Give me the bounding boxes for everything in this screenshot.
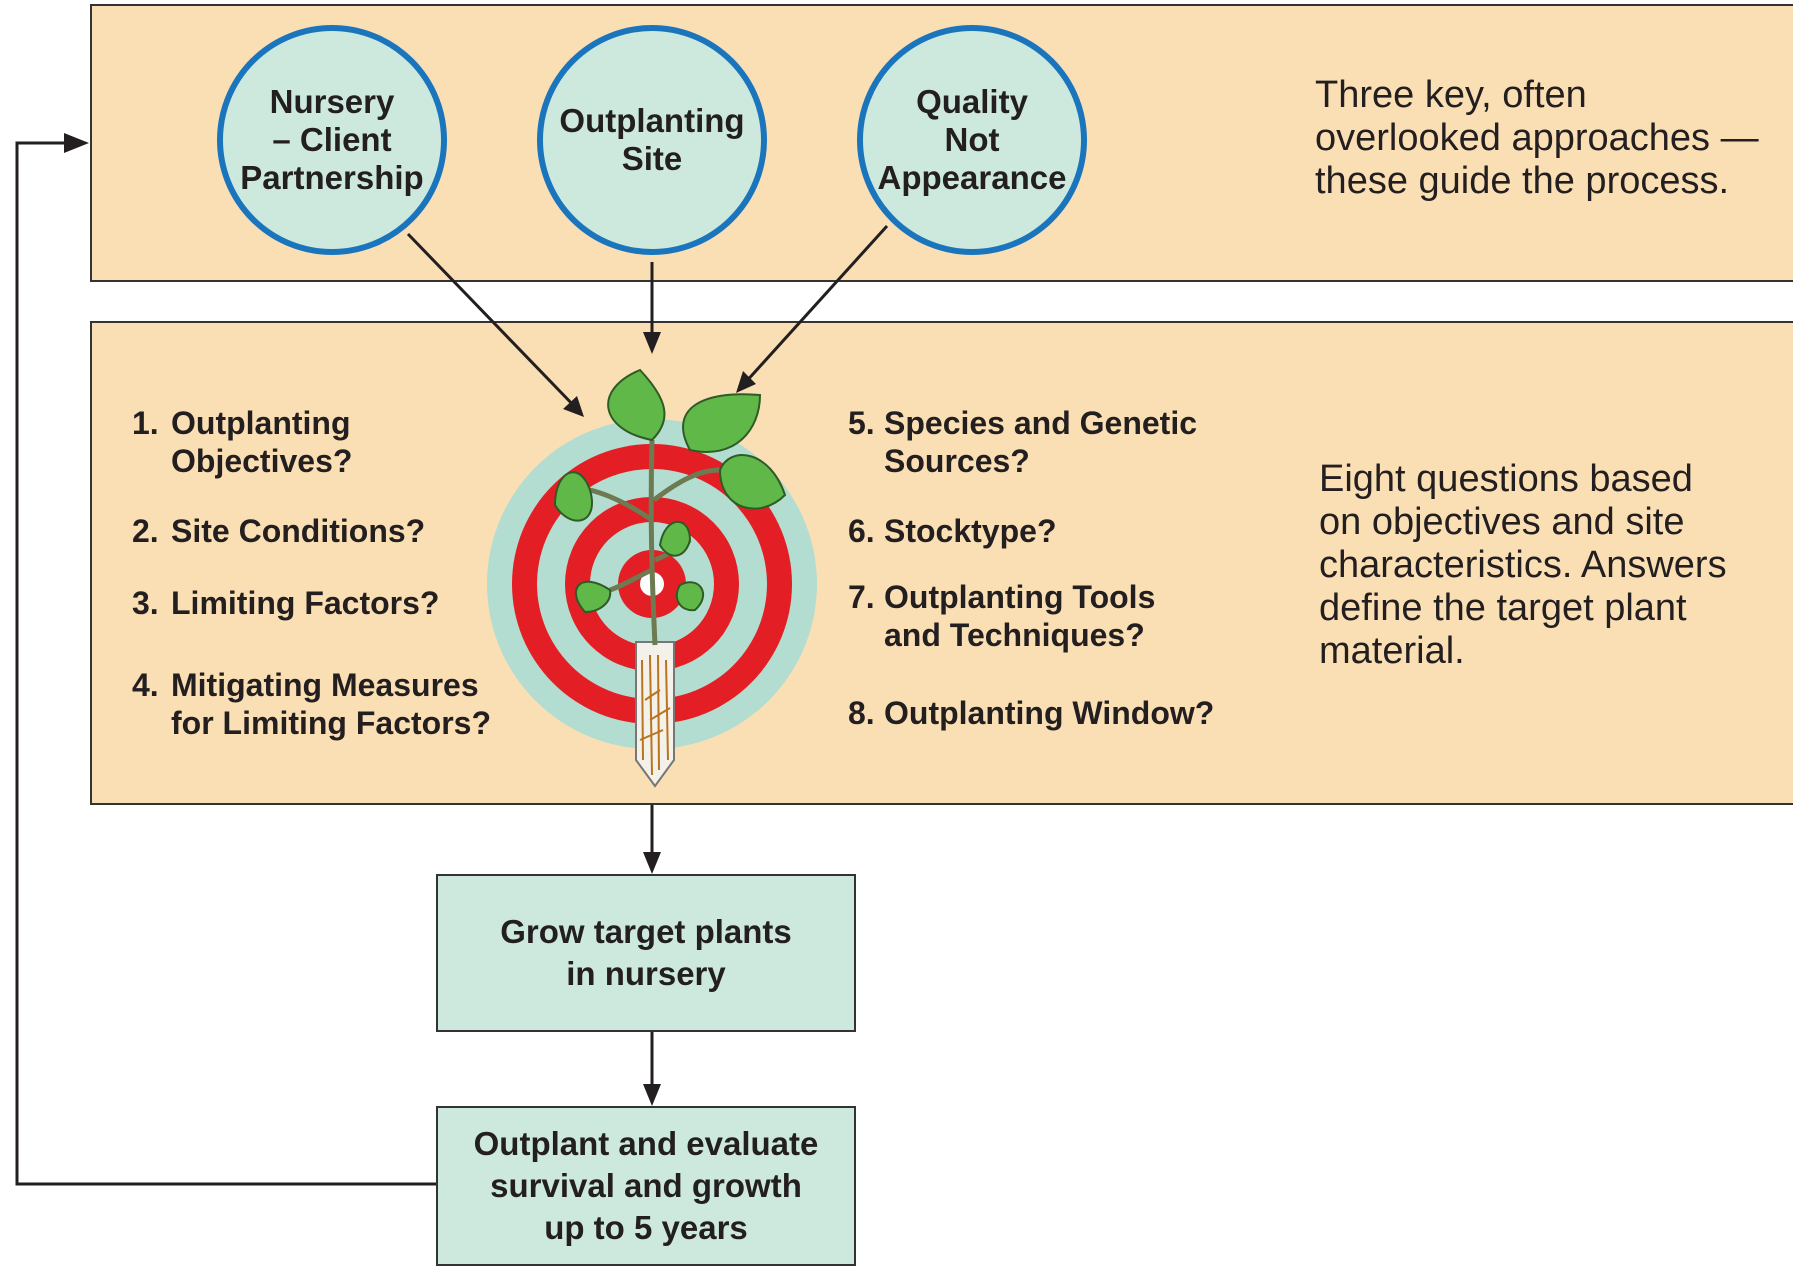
question-number: 8. xyxy=(848,695,875,731)
question-text: Stocktype? xyxy=(884,513,1057,549)
question-8: 8. Outplanting Window? xyxy=(848,694,1214,732)
question-number: 5. xyxy=(848,405,875,441)
feedback-loop-line xyxy=(15,141,436,1186)
question-5: 5. Species and Genetic Sources? xyxy=(848,404,1197,480)
question-number: 1. xyxy=(132,405,159,441)
question-text: Limiting Factors? xyxy=(171,585,440,621)
approach-quality-label: Quality Not Appearance xyxy=(877,83,1067,196)
question-text: Site Conditions? xyxy=(171,513,426,549)
question-4: 4. Mitigating Measures for Limiting Fact… xyxy=(132,666,491,742)
question-text: Species and Genetic Sources? xyxy=(884,405,1198,479)
question-number: 4. xyxy=(132,667,159,703)
step-grow-box: Grow target plants in nursery xyxy=(436,874,856,1032)
approach-site-label: Outplanting Site xyxy=(559,102,745,177)
approach-partnership: Nursery – Client Partnership xyxy=(217,25,447,255)
step-outplant-label: Outplant and evaluate survival and growt… xyxy=(473,1125,819,1246)
question-number: 6. xyxy=(848,513,875,549)
step-outplant-box: Outplant and evaluate survival and growt… xyxy=(436,1106,856,1266)
question-text: Mitigating Measures for Limiting Factors… xyxy=(171,667,491,741)
step-grow-label: Grow target plants in nursery xyxy=(500,913,792,992)
question-number: 2. xyxy=(132,513,159,549)
questions-note: Eight questions based on objectives and … xyxy=(1319,458,1727,672)
approach-outplanting-site: Outplanting Site xyxy=(537,25,767,255)
question-3: 3. Limiting Factors? xyxy=(132,584,439,622)
question-number: 3. xyxy=(132,585,159,621)
question-text: Outplanting Objectives? xyxy=(171,405,353,479)
approach-partnership-label: Nursery – Client Partnership xyxy=(240,83,424,196)
seedling-icon xyxy=(553,368,787,788)
question-text: Outplanting Tools and Techniques? xyxy=(884,579,1156,653)
arrow-quality xyxy=(742,224,889,386)
question-1: 1. Outplanting Objectives? xyxy=(132,404,352,480)
question-number: 7. xyxy=(848,579,875,615)
feedback-arrowhead xyxy=(64,133,89,153)
approach-quality: Quality Not Appearance xyxy=(857,25,1087,255)
approaches-note: Three key, often overlooked approaches —… xyxy=(1315,74,1759,202)
question-7: 7. Outplanting Tools and Techniques? xyxy=(848,578,1155,654)
questions-panel xyxy=(90,321,1793,805)
arrow-partnership xyxy=(406,232,580,412)
question-text: Outplanting Window? xyxy=(884,695,1215,731)
question-2: 2. Site Conditions? xyxy=(132,512,425,550)
question-6: 6. Stocktype? xyxy=(848,512,1056,550)
